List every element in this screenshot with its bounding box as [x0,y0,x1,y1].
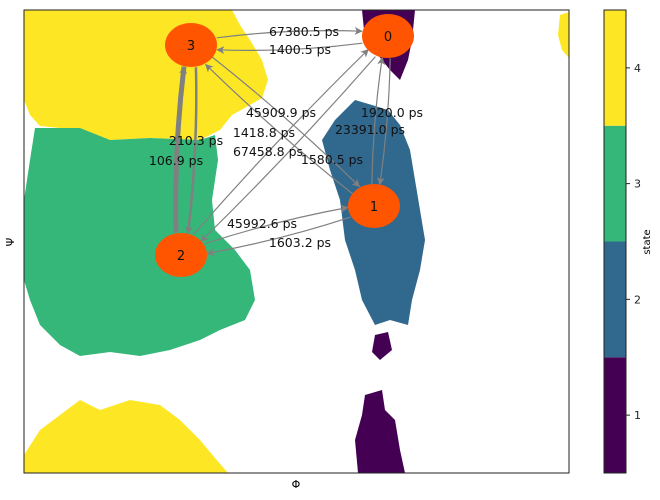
edge-label-0-3: 1400.5 ps [269,42,331,57]
edge-label-1-0: 1920.0 ps [361,105,423,120]
edge-0-1 [376,58,391,186]
nodes: 0 1 2 3 [155,14,414,277]
colorbar-tick-label: 2 [634,293,641,306]
edge-0-3 [216,42,363,55]
edge-label-3-2: 210.3 ps [169,133,223,148]
x-axis-label: Φ [292,478,301,491]
edge-2-3 [173,65,188,233]
node-label-0: 0 [384,30,392,45]
edges [173,26,391,257]
node-3 [165,23,217,67]
colorbar-tick-label: 1 [634,409,641,422]
node-label-3: 3 [187,39,195,54]
edge-label-2-0: 67458.8 ps [233,144,303,159]
edge-labels: 67380.5 ps 1400.5 ps 106.9 ps 210.3 ps 45909… [149,24,423,250]
edge-label-1-3: 1418.8 ps [233,125,295,140]
node-label-1: 1 [370,200,378,215]
edge-label-1-2: 1603.2 ps [269,235,331,250]
state-region-4 [24,400,228,473]
colorbar-tick-label: 3 [634,178,641,191]
edge-1-2 [206,216,351,257]
state-region-4 [24,10,268,140]
edge-3-1 [211,56,360,188]
edge-1-0 [371,56,386,184]
state-region-1 [355,390,405,473]
edge-2-0 [193,49,369,235]
edge-label-3-0: 67380.5 ps [269,24,339,39]
axes-frame [23,9,570,474]
edge-label-2-1: 45992.6 ps [227,216,297,231]
y-axis-label: Ψ [4,237,17,246]
node-0 [362,14,414,58]
edge-1-3 [205,63,354,195]
edge-0-2 [200,56,376,242]
colorbar-tick-label: 4 [634,62,641,75]
edge-3-2 [184,67,198,235]
colorbar: 1 2 3 4 [603,9,641,474]
node-1 [348,184,400,228]
colorbar-frame [603,9,627,474]
colorbar-segment-4 [604,10,626,126]
edge-label-2-3: 106.9 ps [149,153,203,168]
node-label-2: 2 [177,249,185,264]
node-2 [155,233,207,277]
colorbar-segment-3 [604,125,626,242]
edge-label-0-2: 1580.5 ps [301,152,363,167]
state-region-3 [24,128,255,356]
edge-2-1 [204,204,349,245]
edge-label-3-1: 45909.9 ps [246,105,316,120]
state-region-4 [558,12,569,58]
state-region-1 [372,332,392,360]
edge-3-0 [216,26,363,39]
colorbar-label: state [642,229,653,254]
colorbar-segment-1 [604,357,626,473]
edge-label-0-1: 23391.0 ps [335,122,405,137]
colorbar-segment-2 [604,241,626,358]
